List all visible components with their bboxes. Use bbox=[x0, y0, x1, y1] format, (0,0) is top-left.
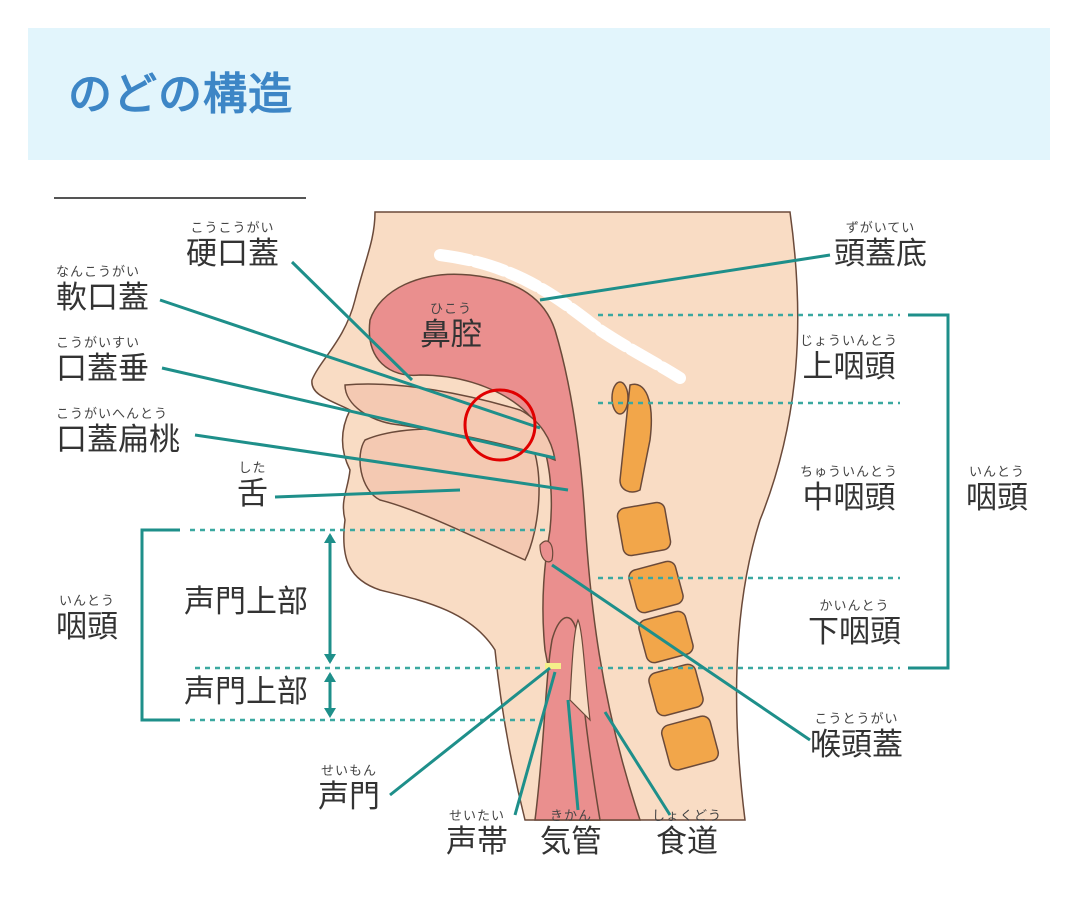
page-title: のどの構造 bbox=[68, 69, 293, 120]
label-supraglottic-1: 声門上部 bbox=[184, 584, 308, 620]
level-lines bbox=[190, 313, 900, 722]
label-hypopharynx: かいんとう下咽頭 bbox=[808, 599, 901, 650]
label-vocal-cords: せいたい声帯 bbox=[446, 809, 508, 860]
label-hard-palate: こうこうがい硬口蓋 bbox=[186, 221, 279, 272]
label-nasopharynx: じょういんとう上咽頭 bbox=[800, 334, 899, 385]
label-glottis: せいもん声門 bbox=[318, 764, 380, 815]
label-nasal-cavity: ひこう鼻腔 bbox=[420, 302, 482, 353]
label-oropharynx: ちゅういんとう中咽頭 bbox=[800, 465, 899, 516]
label-skull-base: ずがいてい頭蓋底 bbox=[834, 221, 927, 272]
label-trachea: きかん気管 bbox=[540, 809, 602, 860]
glottis-mark bbox=[545, 663, 561, 669]
leader-lines bbox=[159, 253, 831, 816]
palate-shape bbox=[344, 383, 556, 462]
label-palatine-tonsil: こうがいへんとう口蓋扁桃 bbox=[56, 407, 180, 458]
label-uvula: こうがいすい口蓋垂 bbox=[56, 336, 149, 387]
skull-base-shape bbox=[434, 249, 686, 384]
divider bbox=[54, 197, 306, 199]
title-banner: のどの構造 bbox=[28, 28, 1050, 160]
trachea-lumen bbox=[569, 618, 591, 722]
label-supraglottic-2: 声門上部 bbox=[184, 674, 308, 710]
label-esophagus: しょくどう食道 bbox=[652, 809, 723, 860]
label-pharynx-right: いんとう咽頭 bbox=[966, 465, 1028, 516]
label-soft-palate: なんこうがい軟口蓋 bbox=[56, 265, 149, 316]
vertebrae bbox=[611, 381, 720, 771]
brackets bbox=[140, 313, 950, 722]
label-pharynx-left: いんとう咽頭 bbox=[56, 594, 118, 645]
label-tongue: した舌 bbox=[237, 461, 268, 512]
arrowheads bbox=[324, 533, 336, 718]
epiglottis-shape bbox=[539, 540, 554, 563]
highlight-circle bbox=[463, 388, 537, 462]
label-epiglottis: こうとうがい喉頭蓋 bbox=[810, 712, 903, 763]
